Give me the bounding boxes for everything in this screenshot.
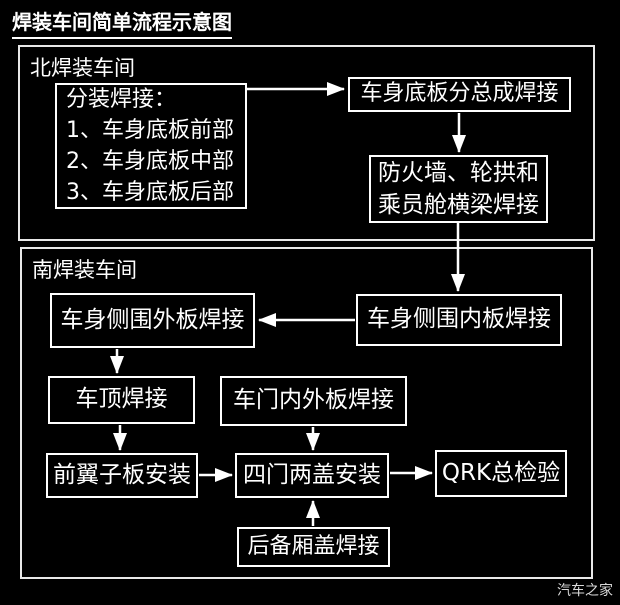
node-subassembly-line-1: 分装焊接：	[66, 87, 177, 112]
section-south-workshop: 南焊装车间	[20, 247, 593, 579]
node-front-fender-label: 前翼子板安装	[53, 461, 191, 488]
node-roof-welding: 车顶焊接	[48, 376, 195, 424]
node-doors-lids-label: 四门两盖安装	[243, 461, 381, 488]
node-firewall-line-2: 乘员舱横梁焊接	[378, 192, 539, 218]
node-subassembly-line-4: 3、车身底板后部	[66, 180, 234, 205]
node-firewall-line-1: 防火墙、轮拱和	[378, 160, 539, 186]
node-floor-assembly-welding: 车身底板分总成焊接	[348, 77, 571, 112]
node-doors-lids-install: 四门两盖安装	[235, 453, 389, 498]
node-subassembly-line-2: 1、车身底板前部	[66, 118, 234, 143]
section-north-workshop: 北焊装车间	[18, 45, 595, 241]
node-trunk-lid-welding: 后备厢盖焊接	[237, 527, 390, 567]
node-side-inner-panel-welding: 车身侧围内板焊接	[356, 294, 562, 346]
node-side-outer-panel-welding: 车身侧围外板焊接	[50, 293, 255, 348]
section-south-label: 南焊装车间	[32, 258, 137, 282]
node-side-inner-label: 车身侧围内板焊接	[367, 306, 551, 333]
node-door-panels-label: 车门内外板焊接	[233, 387, 394, 414]
node-door-panels-welding: 车门内外板焊接	[220, 376, 407, 426]
page-title: 焊装车间简单流程示意图	[12, 6, 232, 39]
watermark: 汽车之家	[557, 583, 613, 599]
section-north-label: 北焊装车间	[30, 56, 135, 80]
node-trunk-lid-label: 后备厢盖焊接	[247, 533, 380, 559]
node-side-outer-label: 车身侧围外板焊接	[60, 306, 245, 333]
node-qrk-final-inspection: QRK总检验	[435, 450, 567, 497]
node-subassembly-welding: 分装焊接： 1、车身底板前部 2、车身底板中部 3、车身底板后部	[55, 83, 247, 209]
node-roof-label: 车顶焊接	[75, 386, 168, 413]
node-subassembly-line-3: 2、车身底板中部	[66, 149, 234, 174]
node-firewall-wheelarch-welding: 防火墙、轮拱和 乘员舱横梁焊接	[369, 155, 548, 223]
node-front-fender-install: 前翼子板安装	[46, 453, 198, 498]
node-floor-assembly-label: 车身底板分总成焊接	[360, 81, 559, 107]
node-qrk-label: QRK总检验	[441, 459, 561, 486]
